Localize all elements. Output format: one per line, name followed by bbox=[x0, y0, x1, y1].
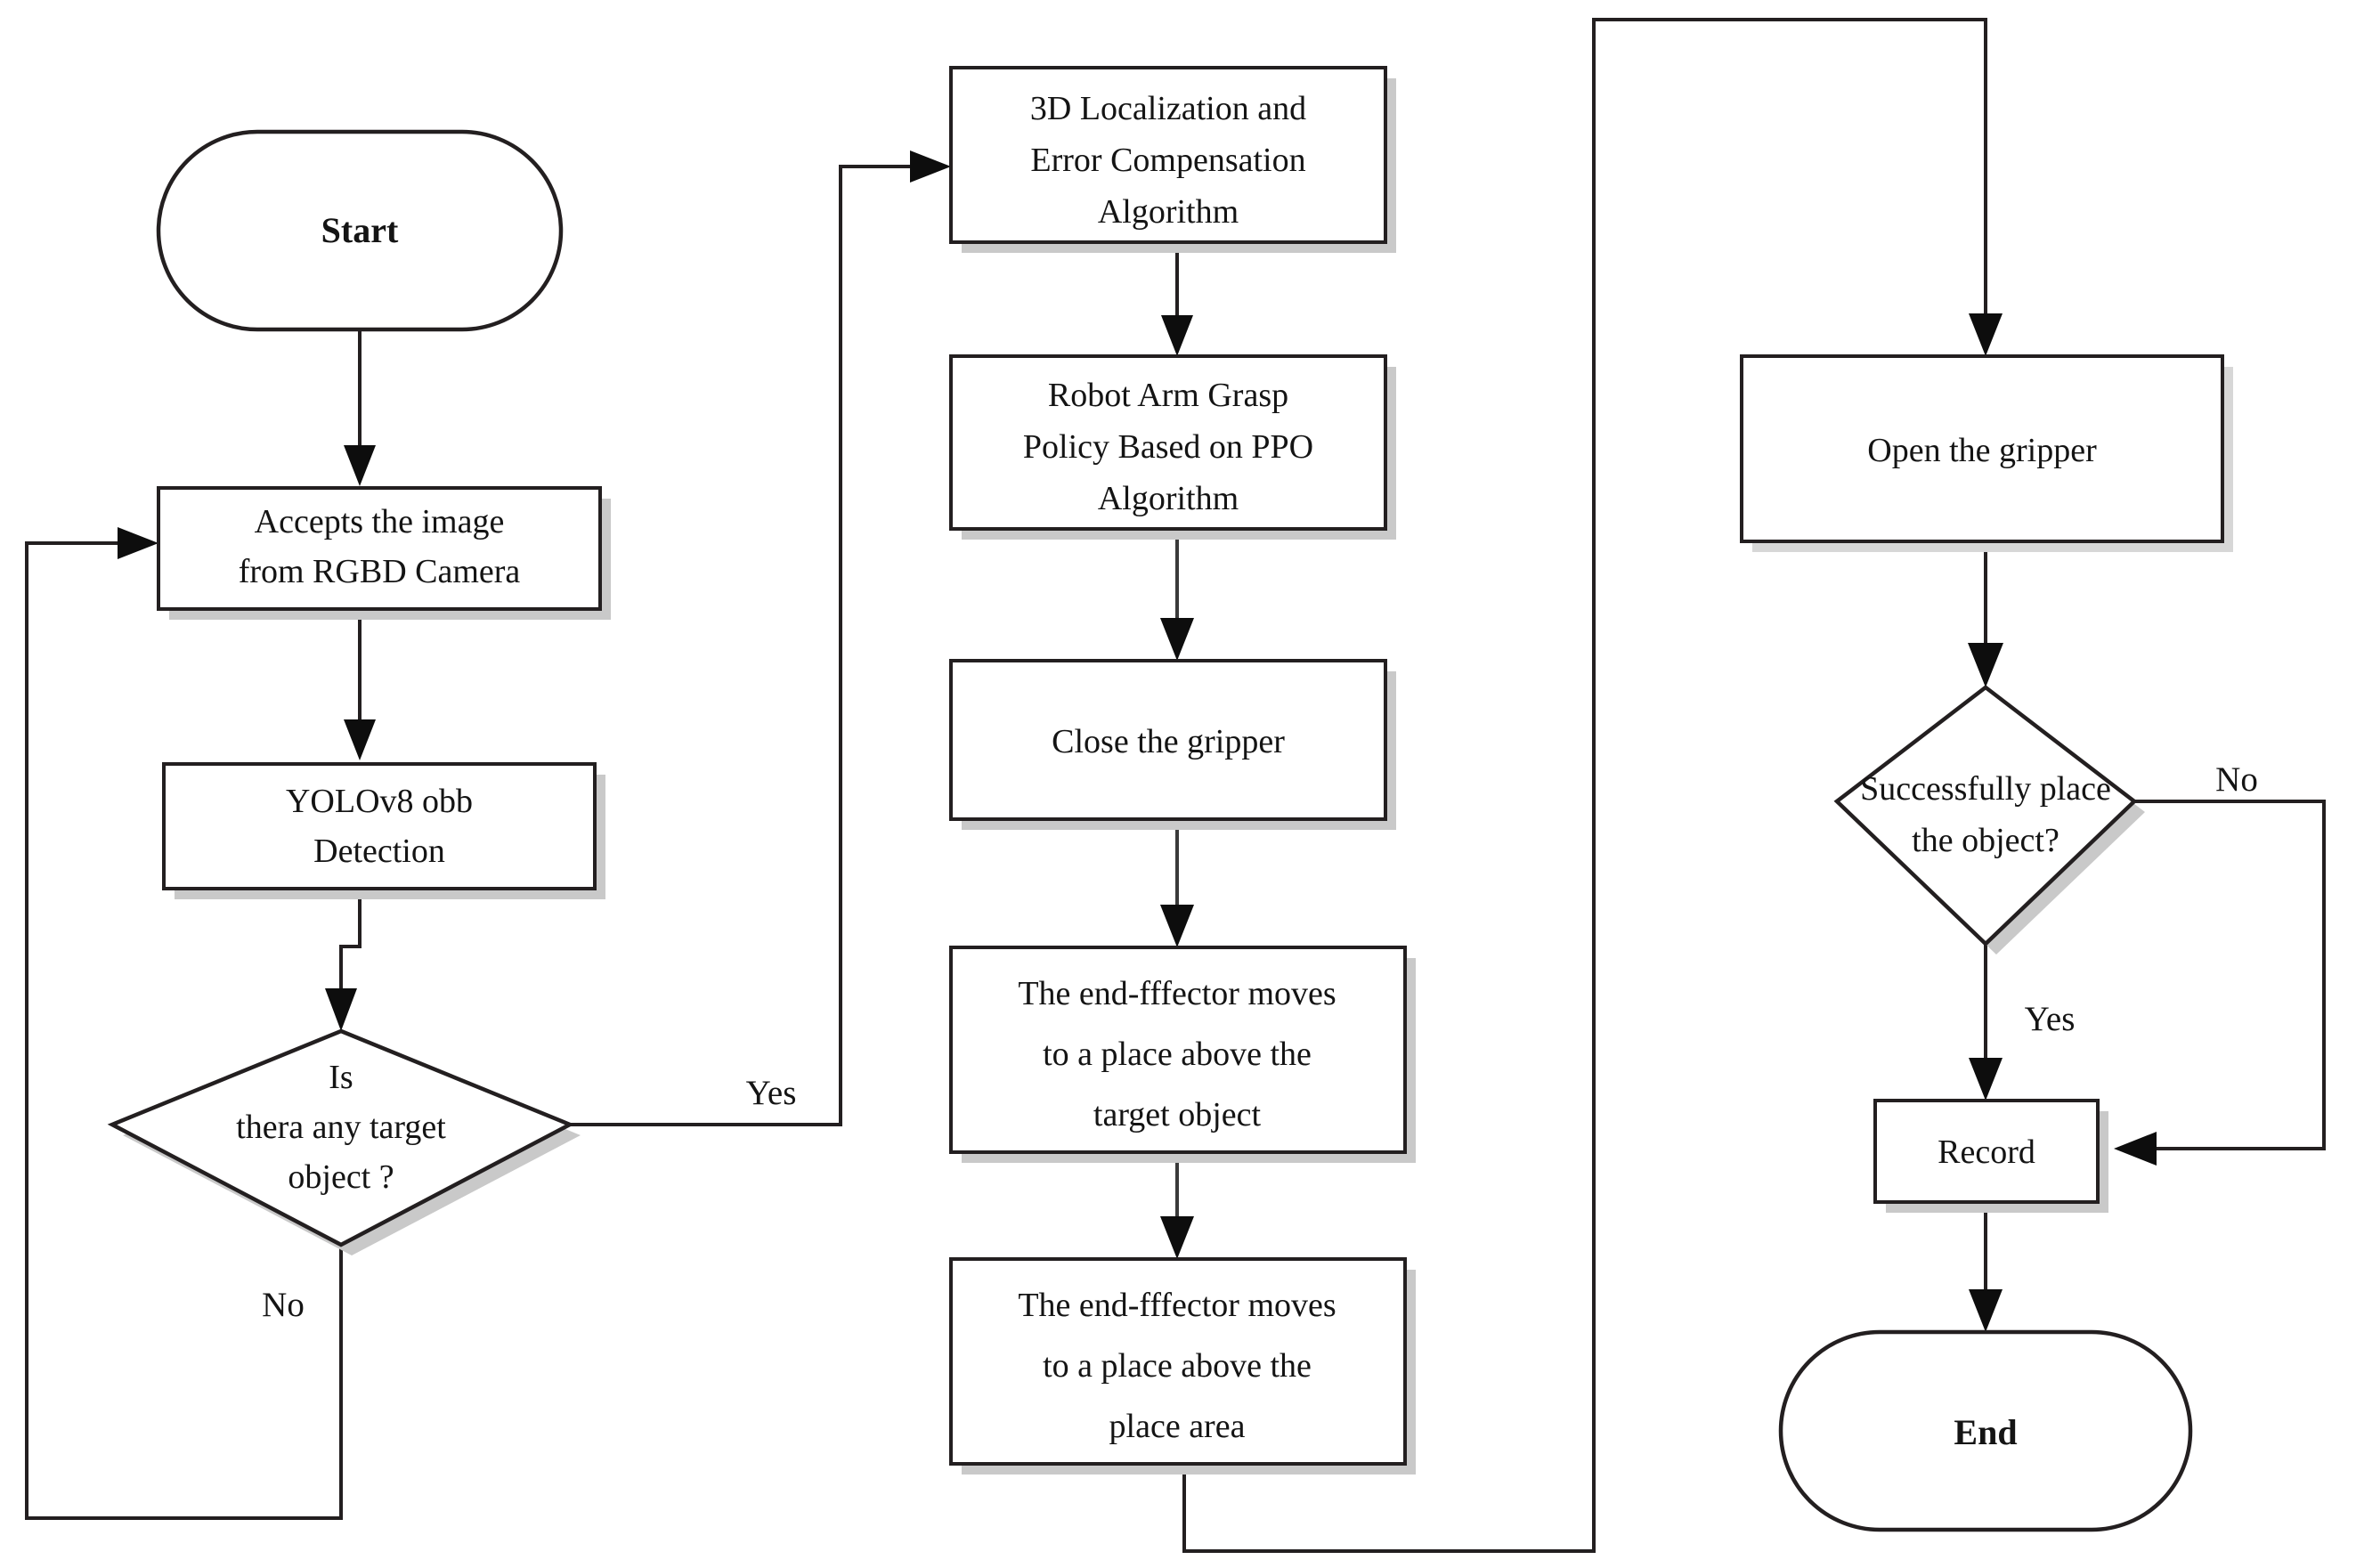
node-yolov8-line1: YOLOv8 obb bbox=[286, 783, 473, 820]
node-move-above-target-line1: The end-fffector moves bbox=[1018, 975, 1336, 1012]
edge-move-place-to-open-gripper bbox=[1182, 18, 2003, 1553]
node-end-label: End bbox=[1954, 1412, 2017, 1452]
edge-decision-no-loop bbox=[25, 527, 343, 1520]
node-decision-target-line2: thera any target bbox=[236, 1109, 446, 1146]
node-accept-image[interactable]: Accepts the image from RGBD Camera bbox=[157, 486, 611, 620]
node-record[interactable]: Record bbox=[1873, 1099, 2108, 1213]
edge-label-target-yes: Yes bbox=[746, 1074, 797, 1112]
node-decision-target-line3: object ? bbox=[288, 1158, 394, 1196]
node-ppo-policy-line3: Algorithm bbox=[1098, 480, 1239, 517]
node-open-gripper[interactable]: Open the gripper bbox=[1740, 354, 2233, 552]
node-accept-image-line2: from RGBD Camera bbox=[239, 553, 521, 590]
node-end[interactable]: End bbox=[1778, 1329, 2193, 1532]
node-move-above-place-line3: place area bbox=[1109, 1408, 1246, 1445]
edge-yolo-to-decision bbox=[325, 890, 362, 1031]
node-move-above-place[interactable]: The end-fffector moves to a place above … bbox=[949, 1257, 1416, 1475]
node-yolov8-detection[interactable]: YOLOv8 obb Detection bbox=[162, 762, 605, 899]
node-3d-localization-line1: 3D Localization and bbox=[1030, 90, 1306, 127]
node-yolov8-line2: Detection bbox=[313, 833, 445, 870]
node-record-label: Record bbox=[1938, 1133, 2035, 1171]
node-close-gripper-label: Close the gripper bbox=[1052, 723, 1285, 760]
edge-place-yes-to-record bbox=[1969, 944, 2003, 1101]
edge-label-target-no: No bbox=[262, 1286, 305, 1324]
edge-label-place-yes: Yes bbox=[2025, 1000, 2076, 1038]
node-decision-place[interactable]: Successfully place the object? bbox=[1833, 685, 2145, 955]
edge-close-to-move-target bbox=[1160, 828, 1194, 947]
edge-open-gripper-to-decision bbox=[1968, 552, 2003, 687]
edge-ppo-to-close bbox=[1160, 531, 1194, 661]
edge-move-target-to-move-place bbox=[1160, 1163, 1194, 1259]
node-accept-image-line1: Accepts the image bbox=[255, 503, 505, 540]
node-decision-place-line2: the object? bbox=[1912, 822, 2059, 859]
node-ppo-policy-line1: Robot Arm Grasp bbox=[1048, 377, 1288, 414]
node-open-gripper-label: Open the gripper bbox=[1867, 432, 2097, 469]
node-decision-target[interactable]: Is thera any target object ? bbox=[107, 1028, 581, 1255]
edge-place-no-to-record bbox=[2114, 800, 2326, 1166]
edge-start-to-accept bbox=[344, 329, 376, 486]
node-close-gripper[interactable]: Close the gripper bbox=[949, 659, 1396, 830]
edge-label-place-no: No bbox=[2215, 760, 2258, 799]
node-move-above-place-line2: to a place above the bbox=[1043, 1347, 1312, 1385]
node-move-above-target[interactable]: The end-fffector moves to a place above … bbox=[949, 946, 1416, 1163]
node-3d-localization[interactable]: 3D Localization and Error Compensation A… bbox=[949, 66, 1396, 253]
node-move-above-target-line3: target object bbox=[1093, 1096, 1262, 1133]
node-ppo-policy[interactable]: Robot Arm Grasp Policy Based on PPO Algo… bbox=[949, 354, 1396, 540]
node-ppo-policy-line2: Policy Based on PPO bbox=[1023, 428, 1313, 466]
edge-record-to-end bbox=[1969, 1206, 2003, 1332]
node-start-label: Start bbox=[321, 210, 399, 250]
edge-decision-yes bbox=[570, 150, 951, 1126]
node-decision-target-line1: Is bbox=[329, 1059, 353, 1096]
node-3d-localization-line3: Algorithm bbox=[1098, 193, 1239, 231]
node-move-above-target-line2: to a place above the bbox=[1043, 1036, 1312, 1073]
node-decision-place-line1: Successfully place bbox=[1860, 770, 2111, 808]
edge-localization-to-ppo bbox=[1161, 252, 1193, 356]
node-start[interactable]: Start bbox=[156, 129, 564, 332]
node-3d-localization-line2: Error Compensation bbox=[1030, 142, 1305, 179]
edge-accept-to-yolo bbox=[344, 611, 376, 760]
node-move-above-place-line1: The end-fffector moves bbox=[1018, 1287, 1336, 1324]
